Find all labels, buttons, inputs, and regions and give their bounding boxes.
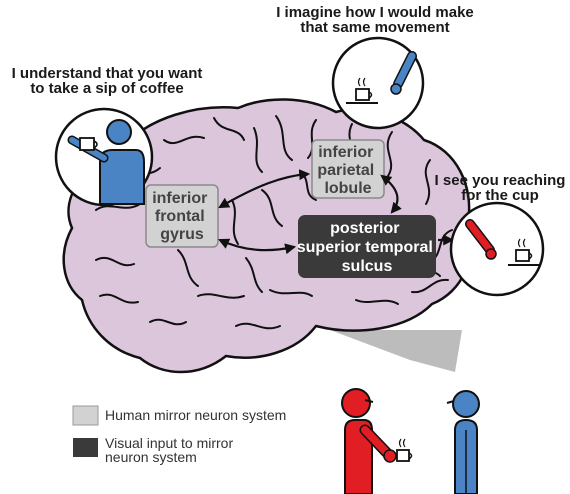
understand-bubble xyxy=(56,109,152,205)
observer-head-icon xyxy=(107,120,131,144)
legend-swatch-mirror xyxy=(73,406,98,425)
ipl-label-2: parietal xyxy=(317,162,374,179)
ipl-label-3: lobule xyxy=(324,180,371,197)
legend-swatch-visual xyxy=(73,438,98,457)
imagine-caption-line-2: that same movement xyxy=(270,20,480,35)
psts-label-2: superior temporal xyxy=(297,239,433,256)
imagine-bubble xyxy=(333,38,423,128)
understand-caption-line-1: I understand that you want xyxy=(2,66,212,81)
actor-head-icon xyxy=(342,389,370,417)
actor-figure xyxy=(342,389,412,494)
see-caption-line-2: for the cup xyxy=(430,188,570,203)
ifg-label-2: frontal xyxy=(155,208,205,225)
svg-text:inferior frontal gyrus: inferior frontal gyrus xyxy=(152,190,212,243)
psts-label-1: posterior xyxy=(330,220,399,237)
psts-label-3: sulcus xyxy=(342,258,393,275)
imagine-caption-line-1: I imagine how I would make xyxy=(270,5,480,20)
understand-caption: I understand that you want to take a sip… xyxy=(2,66,212,96)
legend-mirror-label: Human mirror neuron system xyxy=(105,408,325,422)
see-cup-icon xyxy=(516,250,529,261)
understand-caption-line-2: to take a sip of coffee xyxy=(2,81,212,96)
see-caption-line-1: I see you reaching xyxy=(430,173,570,188)
see-caption: I see you reaching for the cup xyxy=(430,173,570,203)
ipl-label-1: inferior xyxy=(318,144,373,161)
legend-visual-line-2: neuron system xyxy=(105,450,305,464)
ifg-label-1: inferior xyxy=(152,190,207,207)
cup-icon xyxy=(80,138,94,150)
imagine-hand-icon xyxy=(391,84,401,94)
actor-cup-icon xyxy=(397,450,409,461)
imagine-cup-icon xyxy=(356,89,369,100)
legend-visual-line-1: Visual input to mirror xyxy=(105,436,305,450)
imagine-caption: I imagine how I would make that same mov… xyxy=(270,5,480,35)
svg-text:inferior parietal lobu: inferior parietal lobule xyxy=(317,144,378,197)
actor-hand-icon xyxy=(486,249,496,259)
observer-figure-head-icon xyxy=(453,391,479,417)
observer-figure xyxy=(447,391,479,494)
see-bubble xyxy=(451,203,543,295)
legend-visual-label: Visual input to mirror neuron system xyxy=(105,436,305,464)
ifg-label-3: gyrus xyxy=(160,226,204,243)
brainstem-shape xyxy=(330,330,462,372)
